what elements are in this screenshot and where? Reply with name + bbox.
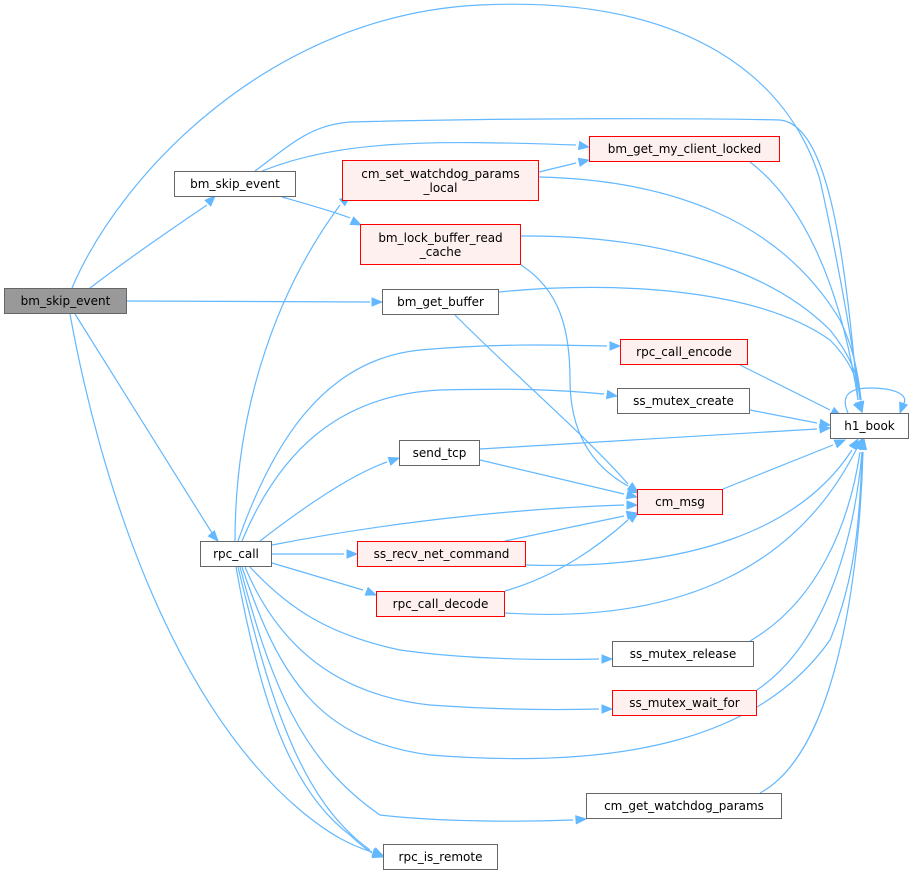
edge-cmset-h1-book	[538, 176, 862, 401]
edge-encode-h1-book	[739, 364, 831, 411]
edge-bgb-h1-book	[498, 286, 862, 401]
node-ss-recv-net-command[interactable]: ss_recv_net_command	[357, 541, 526, 567]
edge-cmget-h1-book	[759, 451, 864, 794]
edge-decode-cm-msg-arrowhead	[626, 512, 640, 524]
edge-rpc-create-arrowhead	[605, 389, 619, 400]
edge-recv-cm-msg	[504, 515, 625, 542]
edge-sendtcp-h1-book	[479, 428, 818, 450]
edge-create-h1-book	[749, 409, 818, 424]
node-bm-get-my-client-locked[interactable]: bm_get_my_client_locked	[589, 136, 780, 162]
edge-root-rpc-is-remote	[69, 313, 373, 853]
edge-root-h1-book-top	[71, 3, 861, 401]
edge-rpc-h1-book-arrowhead	[856, 437, 867, 451]
edge-root-bm-get-buffer-arrowhead	[371, 297, 384, 307]
node-send-tcp[interactable]: send_tcp	[399, 440, 480, 466]
edge-cmmsg-h1-book-arrowhead	[833, 439, 847, 449]
edge-decode-cm-msg	[504, 519, 629, 592]
edge-rpc-sendtcp-arrowhead	[387, 456, 401, 466]
edge-bcl-h1-book	[749, 161, 859, 401]
edge-decode-h1-book	[504, 449, 857, 615]
edge-cmset-client-locked-arrowhead	[577, 157, 591, 167]
edge-root-rpc-call	[74, 313, 213, 534]
edge-sendtcp-h1-book-arrowhead	[819, 424, 832, 434]
edge-lock-cm-msg	[520, 264, 629, 487]
edge-sendtcp-cm-msg-arrowhead	[625, 490, 639, 500]
node-ss-mutex-release[interactable]: ss_mutex_release	[612, 641, 754, 667]
node-bm-skip-event-root: bm_skip_event	[4, 288, 127, 314]
edge-rpc-isremote-2	[235, 566, 373, 854]
edge-bse-client-locked-arrowhead	[577, 140, 591, 151]
edge-bgb-cm-msg	[454, 314, 629, 485]
edge-h1-self-arrowhead	[899, 401, 909, 415]
edge-rpc-cmget	[239, 566, 574, 822]
edge-bgb-cm-msg-arrowhead	[626, 481, 640, 493]
edge-rpc-encode	[237, 344, 608, 542]
edge-root-bm-get-buffer	[126, 300, 371, 303]
edge-rpc-decode-arrowhead	[364, 586, 378, 596]
edge-bgb-h1-book-arrowhead	[854, 400, 865, 414]
edge-bse-h1-book	[254, 118, 859, 401]
edge-root-bm-skip-event	[89, 204, 208, 289]
edge-bse-lock-cache-arrowhead	[349, 216, 363, 226]
node-bm-skip-event[interactable]: bm_skip_event	[174, 171, 296, 197]
node-cm-set-watchdog-params-local[interactable]: cm_set_watchdog_params _local	[342, 160, 539, 201]
edge-root-rpc-call-arrowhead	[207, 530, 219, 543]
node-cm-get-watchdog-params[interactable]: cm_get_watchdog_params	[586, 793, 782, 819]
edge-rpc-isremote-1	[237, 566, 371, 851]
node-rpc-is-remote[interactable]: rpc_is_remote	[383, 844, 498, 870]
edge-rpc-release	[249, 566, 600, 661]
edge-rpc-cm-msg	[271, 504, 625, 546]
edge-wait-h1-book	[756, 451, 863, 691]
edge-rpc-wait-arrowhead	[601, 704, 614, 714]
node-rpc-call-decode[interactable]: rpc_call_decode	[376, 591, 505, 617]
edge-rpc-cm-msg-arrowhead	[626, 500, 639, 510]
node-h1-book[interactable]: h1_book	[830, 413, 909, 439]
edge-release-h1-book	[749, 451, 861, 642]
edge-sendtcp-cm-msg	[479, 459, 625, 495]
edge-cmmsg-h1-book	[722, 444, 834, 490]
edge-rpc-create	[241, 388, 605, 542]
edge-lock-h1-book	[520, 235, 862, 401]
edge-root-bm-skip-event-arrowhead	[204, 195, 216, 207]
edge-rpc-decode	[271, 562, 364, 591]
node-bm-lock-buffer-read-cache[interactable]: bm_lock_buffer_read _cache	[360, 224, 521, 265]
edge-h1-self	[844, 387, 906, 414]
edge-rpc-encode-arrowhead	[609, 341, 622, 351]
edge-rpc-cmget-arrowhead	[575, 815, 588, 825]
node-bm-get-buffer[interactable]: bm_get_buffer	[382, 289, 499, 315]
edge-rpc-sendtcp	[259, 461, 388, 542]
node-cm-msg[interactable]: cm_msg	[637, 489, 723, 515]
edge-rpc-recv-arrowhead	[346, 549, 359, 559]
edge-bse-lock-cache	[281, 196, 351, 219]
node-ss-mutex-create[interactable]: ss_mutex_create	[617, 388, 750, 414]
edge-bse-client-locked	[261, 141, 577, 172]
edge-cmset-client-locked	[538, 162, 577, 173]
edge-rpc-wait	[244, 566, 600, 711]
node-ss-mutex-wait-for[interactable]: ss_mutex_wait_for	[612, 690, 757, 716]
edge-recv-h1-book	[525, 449, 853, 567]
node-rpc-call[interactable]: rpc_call	[200, 541, 272, 567]
edge-rpc-cmset	[234, 204, 341, 542]
edge-rpc-h1-book	[241, 451, 863, 760]
edge-rpc-isremote-2-arrowhead	[371, 849, 385, 859]
node-rpc-call-encode[interactable]: rpc_call_encode	[620, 339, 748, 365]
edge-rpc-release-arrowhead	[601, 654, 614, 664]
